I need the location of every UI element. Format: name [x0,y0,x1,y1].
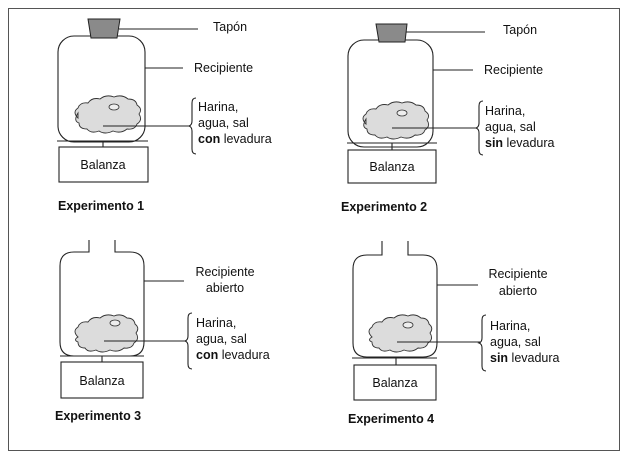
balance-box [353,364,437,401]
yeast-keyword: con [198,132,220,146]
experiment-title: Experimento 3 [55,409,141,423]
container-label: Recipiente [194,61,253,75]
yeast-keyword: sin [485,136,503,150]
brace-icon [187,97,197,155]
brace-icon [477,314,487,372]
balance-label: Balanza [79,374,124,388]
contents-line-1: Harina, [198,100,238,114]
dough-icon [74,314,139,353]
contents-line-1: Harina, [490,319,530,333]
stopper-label: Tapón [503,23,537,37]
brace-icon [474,100,484,156]
yeast-rest: levadura [503,136,554,150]
balance-box [58,146,149,183]
yeast-keyword: con [196,348,218,362]
balance-label: Balanza [369,160,414,174]
contents-line-2: agua, sal [198,116,249,130]
brace-icon [183,312,193,370]
yeast-bubble-icon [108,103,120,111]
yeast-rest: levadura [220,132,271,146]
container-label-line-2: abierto [206,281,244,295]
experiment-title: Experimento 2 [341,200,427,214]
container-label-line-2: abierto [499,284,537,298]
yeast-bubble-icon [109,319,121,327]
yeast-line: sin levadura [490,351,560,365]
contents-line-1: Harina, [485,104,525,118]
yeast-rest: levadura [218,348,269,362]
experiment-4: Recipiente abierto Harina, agua, sal sin… [348,241,560,426]
stopper-icon [87,18,121,39]
dough-icon [362,101,430,140]
yeast-bubble-icon [402,321,414,329]
stopper-label: Tapón [213,20,247,34]
stopper-icon [375,23,408,43]
balance-box [347,149,437,184]
experiment-title: Experimento 4 [348,412,434,426]
yeast-line: sin levadura [485,136,555,150]
container-label: Recipiente [484,63,543,77]
contents-line-2: agua, sal [490,335,541,349]
figure-frame [8,8,620,451]
yeast-line: con levadura [196,348,270,362]
yeast-keyword: sin [490,351,508,365]
container-label-line-1: Recipiente [195,265,254,279]
balance-label: Balanza [372,376,417,390]
experiment-1: Tapón Recipiente Harina, agua, sal con l… [57,18,272,213]
yeast-line: con levadura [198,132,272,146]
contents-line-2: agua, sal [485,120,536,134]
experiment-2: Tapón Recipiente Harina, agua, sal sin l… [341,23,555,214]
contents-line-1: Harina, [196,316,236,330]
balance-label: Balanza [80,158,125,172]
balance-box [60,361,144,399]
container-label-line-1: Recipiente [488,267,547,281]
experiment-title: Experimento 1 [58,199,144,213]
dough-icon [74,95,142,134]
contents-line-2: agua, sal [196,332,247,346]
dough-icon [368,314,433,353]
yeast-bubble-icon [396,109,408,117]
experiment-3: Recipiente abierto Harina, agua, sal con… [55,240,270,423]
yeast-rest: levadura [508,351,559,365]
